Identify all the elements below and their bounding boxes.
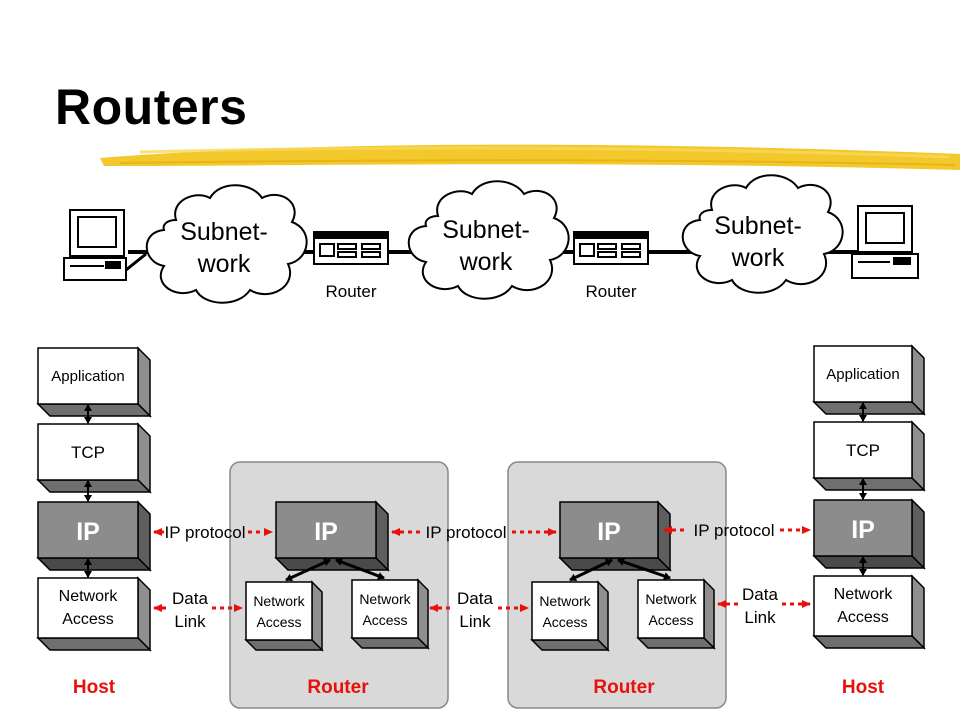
host-right-tcp-label: TCP: [846, 441, 880, 460]
host-right-network-access-line1: Network: [834, 586, 894, 603]
router-1-caption: Router: [307, 677, 369, 698]
router-1-access-left-line1: Network: [253, 593, 305, 609]
ip-protocol-link-1: IP protocol: [153, 523, 273, 542]
data-link-1-line1: Data: [172, 589, 208, 608]
ip-protocol-link-2: IP protocol: [391, 523, 557, 542]
router-2-access-left: Network Access: [530, 580, 610, 652]
router-device-1-icon: [313, 231, 389, 265]
host-left-ip-label: IP: [76, 518, 100, 546]
host-left-ip-layer: IP: [36, 500, 152, 572]
ip-protocol-label-2: IP protocol: [426, 523, 507, 542]
router-1-stack: IP Network Access Network Access Router: [244, 500, 430, 698]
router-2-access-right: Network Access: [636, 578, 716, 650]
router-1-access-left: Network Access: [244, 580, 324, 652]
host-right-ip-label: IP: [851, 516, 875, 544]
router-2-stack: IP Network Access Network Access Router: [530, 500, 716, 698]
data-link-3-line2: Link: [744, 608, 776, 627]
router-2-access-right-line2: Access: [648, 612, 693, 628]
data-link-3-line1: Data: [742, 585, 778, 604]
subnetwork-cloud-1: Subnet- work: [145, 184, 308, 304]
slide-title: Routers: [55, 79, 248, 135]
host-right-network-access-line2: Access: [837, 609, 889, 626]
router-1-access-right-line1: Network: [359, 591, 411, 607]
subnet-label-2-line2: work: [459, 248, 513, 276]
data-link-1: Data Link: [153, 589, 243, 631]
host-left-application-label: Application: [51, 368, 124, 385]
router-1-access-left-line2: Access: [256, 614, 301, 630]
ip-protocol-label-3: IP protocol: [694, 521, 775, 540]
subnet-label-3-line2: work: [731, 244, 785, 272]
host-left-tcp-label: TCP: [71, 443, 105, 462]
data-link-2-line1: Data: [457, 589, 493, 608]
host-right-ip-layer: IP: [812, 498, 926, 570]
subnetwork-cloud-2: Subnet- work: [407, 180, 570, 300]
router-2-ip-layer: IP: [558, 500, 672, 572]
host-left-stack: Application TCP IP Network Access Host: [36, 346, 152, 698]
router-2-ip-label: IP: [597, 518, 621, 546]
router-1-ip-label: IP: [314, 518, 338, 546]
router-1-access-right-line2: Access: [362, 612, 407, 628]
host-computer-left-icon: [63, 209, 147, 281]
ip-protocol-label-1: IP protocol: [165, 523, 246, 542]
router-2-access-right-line1: Network: [645, 591, 697, 607]
router-label-2: Router: [585, 282, 636, 301]
ip-protocol-link-3: IP protocol: [663, 521, 811, 540]
host-right-caption: Host: [842, 677, 885, 698]
router-2-access-left-line1: Network: [539, 593, 591, 609]
host-computer-right-icon: [851, 205, 919, 279]
router-1-ip-layer: IP: [274, 500, 390, 572]
host-left-network-access-line1: Network: [59, 588, 119, 605]
host-right-tcp-layer: TCP: [812, 420, 926, 492]
data-link-1-line2: Link: [174, 612, 206, 631]
host-left-tcp-layer: TCP: [36, 422, 152, 494]
host-left-caption: Host: [73, 677, 116, 698]
router-device-2-icon: [573, 231, 649, 265]
router-2-access-left-line2: Access: [542, 614, 587, 630]
data-link-2: Data Link: [429, 589, 529, 631]
subnetwork-cloud-3: Subnet- work: [681, 174, 844, 294]
router-2-caption: Router: [593, 677, 655, 698]
subnet-label-1-line2: work: [197, 250, 251, 278]
data-link-2-line2: Link: [459, 612, 491, 631]
host-right-application-label: Application: [826, 366, 899, 383]
host-left-network-access-layer: Network Access: [36, 576, 152, 652]
host-left-application-layer: Application: [36, 346, 152, 418]
data-link-3: Data Link: [717, 585, 811, 627]
subnet-label-2-line1: Subnet-: [442, 216, 530, 244]
router-label-1: Router: [325, 282, 376, 301]
host-left-network-access-line2: Access: [62, 611, 114, 628]
host-right-network-access-layer: Network Access: [812, 574, 926, 650]
router-1-access-right: Network Access: [350, 578, 430, 650]
host-right-application-layer: Application: [812, 344, 926, 416]
host-right-stack: Application TCP IP Network Access Host: [812, 344, 926, 698]
subnet-label-1-line1: Subnet-: [180, 218, 268, 246]
subnet-label-3-line1: Subnet-: [714, 212, 802, 240]
